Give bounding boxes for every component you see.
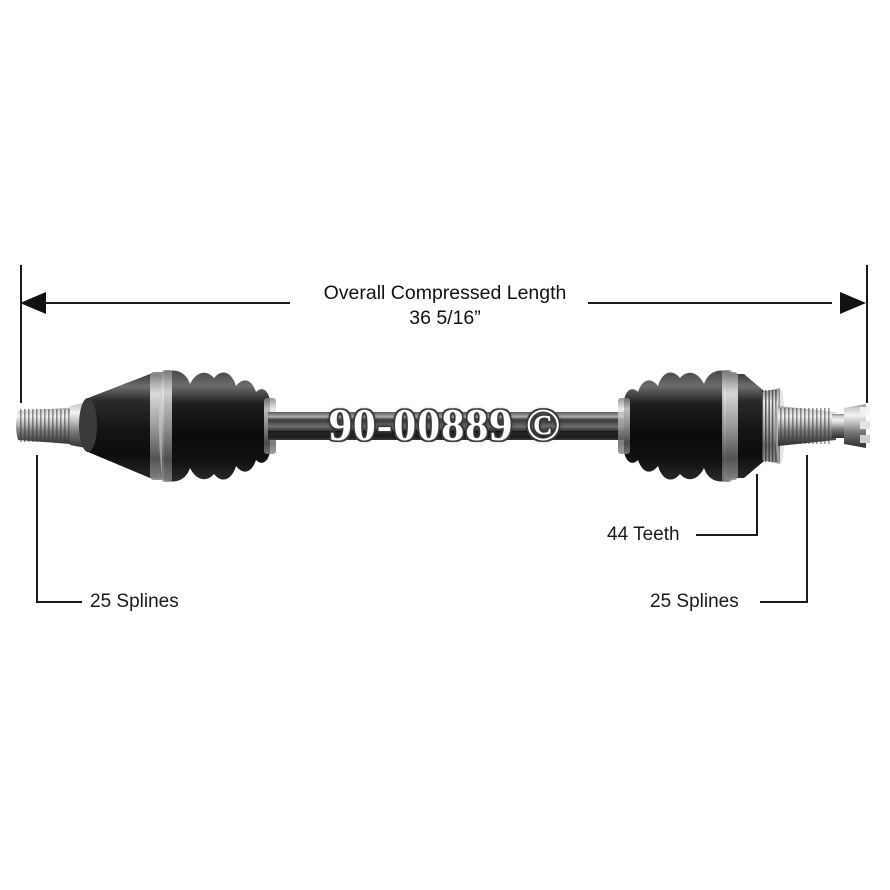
callout-right-splines-leader-vertical <box>806 455 808 603</box>
left-rubber-boot <box>162 370 276 482</box>
right-rubber-boot <box>618 370 732 482</box>
arrow-left-icon <box>20 292 46 314</box>
callout-left-splines-leader-horizontal <box>36 601 82 603</box>
callout-left-splines-label: 25 Splines <box>90 591 179 612</box>
callout-right-splines-leader-horizontal <box>760 601 808 603</box>
dimension-value: 36 5/16” <box>409 307 481 329</box>
castellated-nut <box>844 404 870 448</box>
right-cv-joint-housing <box>724 372 770 480</box>
left-cv-joint-housing <box>79 372 171 480</box>
center-axle-shaft <box>268 412 626 440</box>
right-splined-stub-shaft <box>778 406 846 446</box>
callout-teeth-label: 44 Teeth <box>607 524 680 545</box>
callout-right-splines-label: 25 Splines <box>650 591 739 612</box>
dimension-extension-line-left <box>20 265 22 403</box>
callout-teeth-leader-vertical <box>756 474 758 536</box>
callout-teeth-leader-horizontal <box>696 534 758 536</box>
dimension-line-right-segment <box>588 302 832 304</box>
arrow-right-icon <box>840 292 866 314</box>
dimension-line-left-segment <box>46 302 290 304</box>
dimension-extension-line-right <box>866 265 868 403</box>
callout-left-splines-leader-vertical <box>36 455 38 603</box>
dimension-title: Overall Compressed Length <box>323 282 567 304</box>
